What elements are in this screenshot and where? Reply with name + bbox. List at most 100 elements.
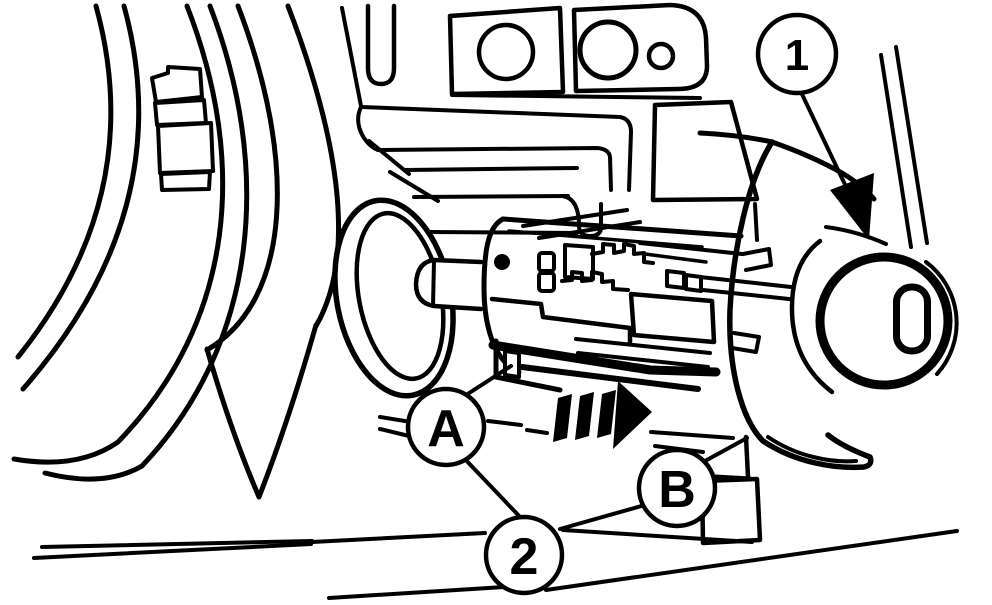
wafer-pair (537, 251, 556, 273)
callout-1-label: 1 (785, 31, 809, 80)
clip-tab (159, 170, 212, 192)
shroud-arc (42, 3, 250, 482)
housing-notch (730, 331, 761, 354)
motion-bar (597, 390, 616, 438)
housing-tail-inner (766, 435, 858, 464)
bracket-plate-left (447, 5, 566, 97)
callout-b: B (636, 447, 718, 529)
edge-dash (649, 430, 735, 440)
panel-line (450, 93, 702, 100)
pointer-arrow-group (798, 88, 874, 240)
edge-dash (525, 428, 549, 435)
retainer-block (684, 273, 703, 293)
panel-slot (560, 194, 603, 238)
lock-housing (694, 45, 959, 546)
panel-line (404, 166, 579, 172)
lower-trim-lines (32, 528, 959, 600)
panel-line (356, 105, 380, 152)
bracket-plate-right (571, 2, 710, 94)
cylinder-hatch (521, 208, 629, 228)
leader-line-2b (558, 503, 647, 531)
callout-2: 2 (483, 514, 565, 596)
pin-body (413, 257, 484, 312)
callout-leaders (460, 364, 749, 531)
wafer-teeth (590, 242, 655, 265)
right-direction-motion-arrow-icon (553, 381, 652, 449)
panel-line (376, 146, 613, 192)
lock-cylinder (481, 208, 793, 393)
callout-circle (405, 386, 487, 468)
bolt-hole (476, 22, 536, 82)
filled-triangle-pointer-icon (830, 173, 874, 240)
shroud-arc (15, 3, 114, 360)
callout-1: 1 (755, 12, 839, 96)
panel-seam (367, 139, 411, 176)
shroud-seam-clips (150, 65, 215, 192)
panel-seam (388, 170, 440, 203)
panel-quad (650, 99, 760, 203)
shroud-arc (285, 3, 342, 329)
stub-pin (413, 257, 484, 312)
cylinder-lower-line (576, 351, 710, 369)
cylinder-lower-line (574, 337, 712, 355)
key-slot (893, 283, 931, 355)
bolt-hole (577, 19, 639, 81)
housing-rim (824, 225, 888, 246)
cylinder-edge (638, 241, 744, 256)
u-bracket (365, 3, 397, 87)
shaft-line (701, 288, 791, 301)
shroud-arc (20, 3, 142, 392)
housing-top-edge (697, 130, 775, 145)
housing-step (743, 434, 751, 480)
retaining-tab (503, 349, 521, 379)
cylinder-hatch (537, 220, 642, 240)
callout-circle (483, 514, 565, 596)
panel-line (359, 105, 633, 192)
edge-dash (486, 419, 523, 427)
housing-seat (789, 238, 835, 395)
callout-a-label: A (427, 400, 465, 458)
housing-notch (741, 247, 773, 272)
shroud-arc (204, 3, 280, 353)
shaft-line (698, 275, 793, 289)
cylinder-bottom-heavy (488, 340, 721, 377)
trim-line (32, 542, 313, 560)
housing-outer-edge (727, 139, 874, 471)
leader-line-a2 (460, 454, 523, 520)
clip-tab (150, 65, 204, 104)
clip-tab (156, 121, 215, 175)
pin-edge (431, 259, 436, 308)
callout-b-label: B (658, 461, 696, 519)
cylinder-edge (643, 252, 708, 264)
shroud-lower-tip (204, 322, 319, 500)
edge-dash (378, 427, 411, 438)
panel-line (340, 6, 363, 108)
steering-column-shroud-arcs (11, 3, 342, 500)
leader-line-a (461, 364, 513, 399)
cylinder-right-block (628, 291, 717, 345)
callout-circle (636, 447, 718, 529)
motion-arrowhead (613, 381, 652, 449)
column-rod-line (879, 53, 913, 249)
floor-line (544, 529, 959, 592)
edge-dash (378, 415, 413, 424)
panel-line (753, 202, 759, 242)
bolt-hole-small (646, 41, 676, 71)
trim-line (310, 531, 487, 544)
wafer-teeth (560, 270, 630, 292)
cylinder-bottom-heavy (511, 363, 701, 392)
callout-circle (755, 12, 839, 96)
shroud-arc (11, 3, 226, 465)
cylinder-mid-step (489, 296, 633, 345)
cylinder-pin-dot (494, 254, 510, 270)
retainer-block (665, 269, 686, 290)
motion-bar (575, 392, 594, 440)
callout-a: A (405, 386, 487, 468)
bezel-arc (924, 260, 959, 376)
trim-line (561, 528, 754, 544)
floor-line (327, 585, 506, 600)
dash-panel (340, 6, 760, 242)
upper-bracket-plates (365, 2, 710, 97)
